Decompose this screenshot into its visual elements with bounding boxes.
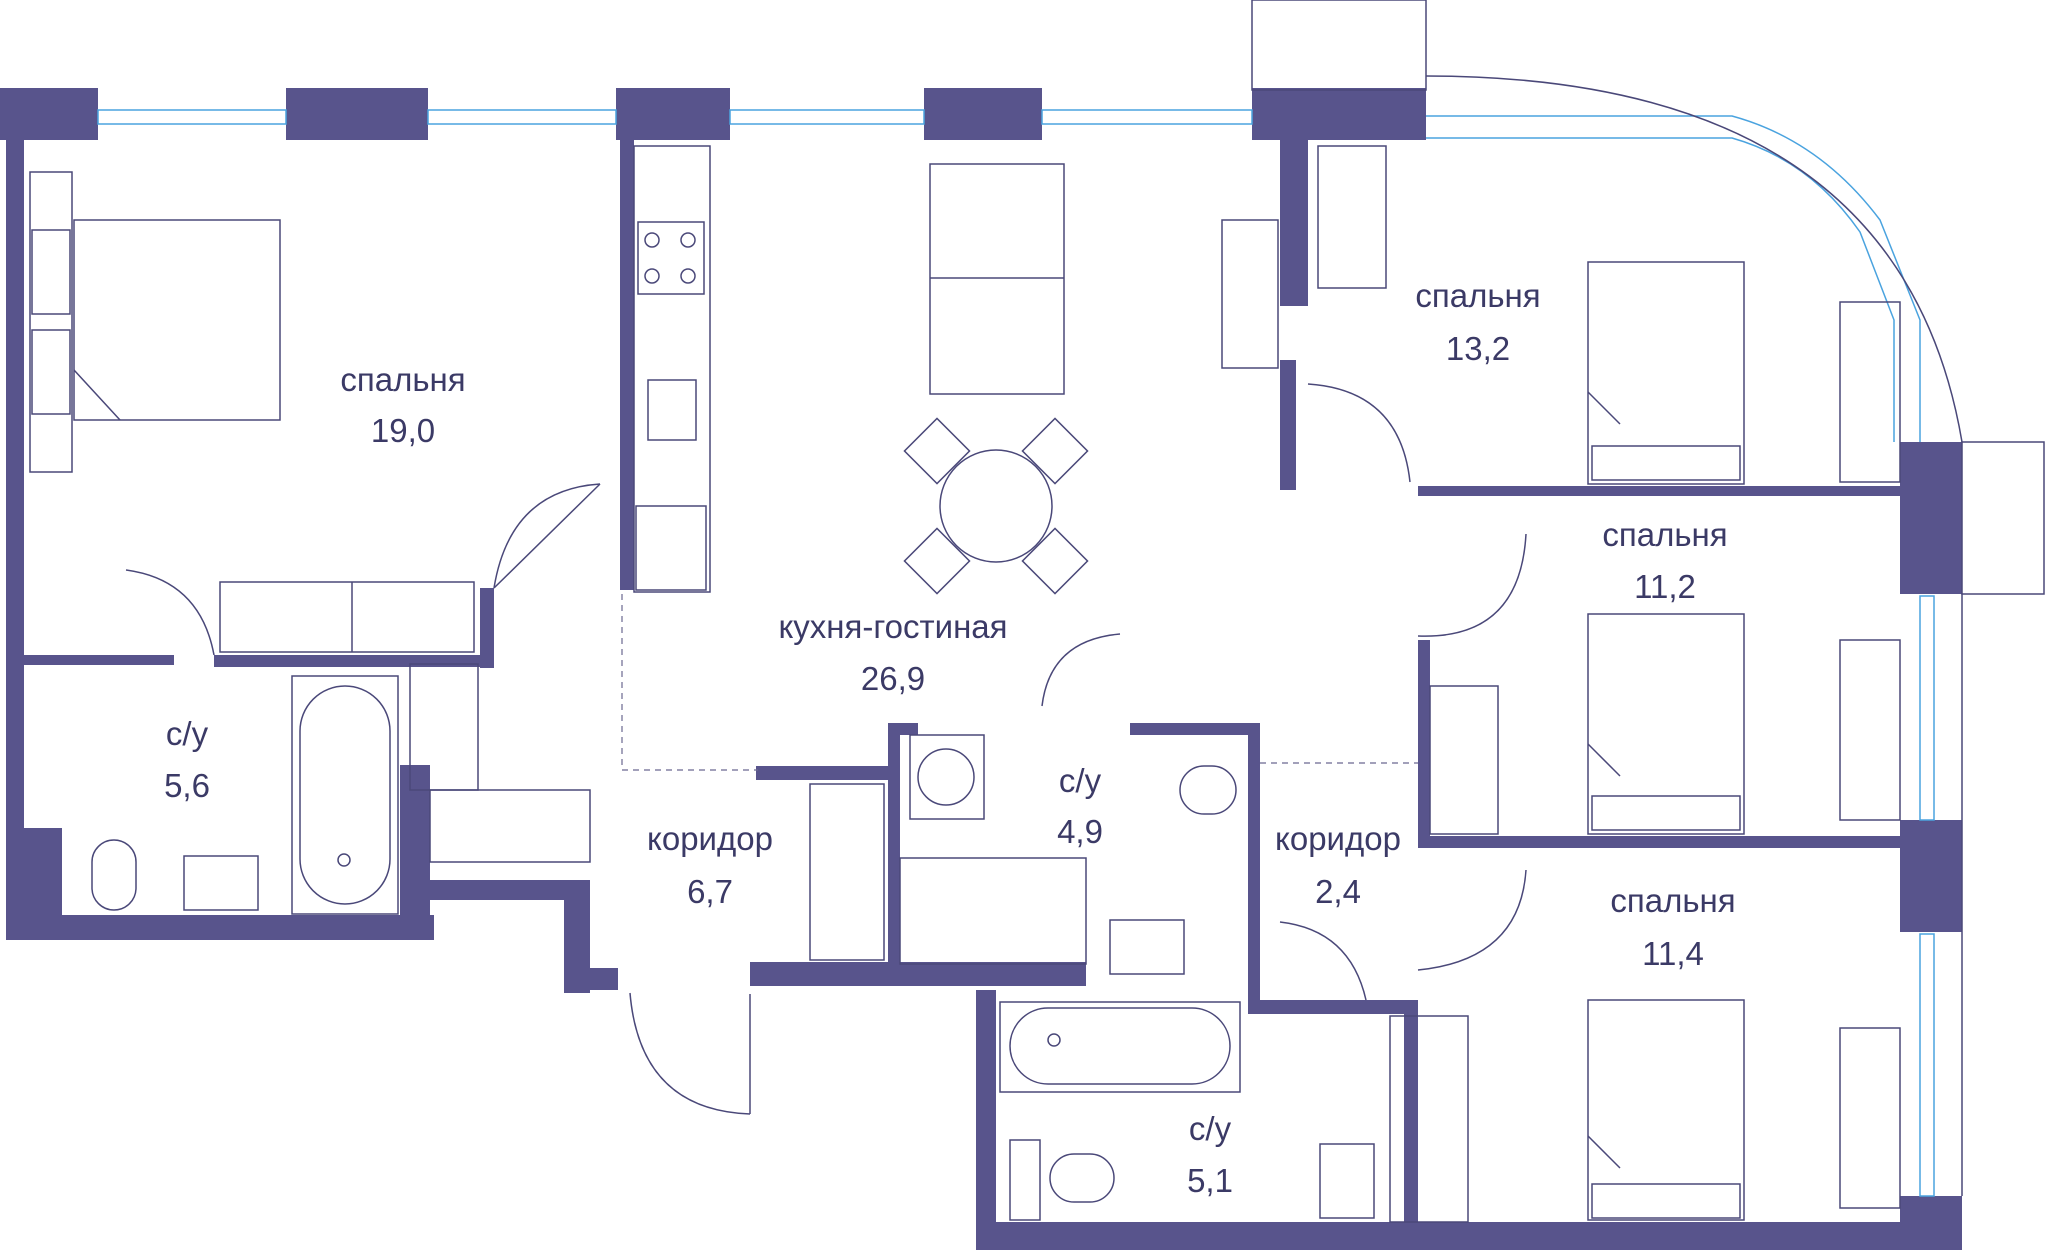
room-labels: спальня 19,0 спальня 13,2 спальня 11,2 с… xyxy=(164,277,1736,1199)
room-area-bedroom-4: 11,4 xyxy=(1642,935,1704,972)
room-name-bedroom-1: спальня xyxy=(340,361,465,398)
zone-lines xyxy=(621,594,1418,771)
room-area-kitchen-living: 26,9 xyxy=(861,660,925,697)
room-name-bath-3: с/у xyxy=(1189,1110,1232,1147)
room-name-bedroom-3: спальня xyxy=(1602,516,1727,553)
room-area-bedroom-3: 11,2 xyxy=(1634,568,1696,605)
room-area-bath-3: 5,1 xyxy=(1187,1162,1233,1199)
room-name-kitchen-living: кухня-гостиная xyxy=(778,608,1007,645)
walls xyxy=(0,88,1962,1250)
room-name-bath-2: с/у xyxy=(1059,762,1102,799)
room-name-bath-1: с/у xyxy=(166,715,209,752)
room-area-bedroom-1: 19,0 xyxy=(371,412,435,449)
windows xyxy=(97,75,1963,1197)
balconies xyxy=(1251,0,2045,595)
doors xyxy=(125,383,1527,1115)
room-name-corridor-1: коридор xyxy=(647,820,773,857)
room-area-corridor-1: 6,7 xyxy=(687,873,733,910)
room-name-bedroom-4: спальня xyxy=(1610,882,1735,919)
room-area-bath-2: 4,9 xyxy=(1057,813,1103,850)
furniture xyxy=(29,145,1901,1223)
room-area-bedroom-2: 13,2 xyxy=(1446,330,1510,367)
room-area-corridor-2: 2,4 xyxy=(1315,873,1361,910)
room-name-bedroom-2: спальня xyxy=(1415,277,1540,314)
room-name-corridor-2: коридор xyxy=(1275,820,1401,857)
room-area-bath-1: 5,6 xyxy=(164,767,210,804)
